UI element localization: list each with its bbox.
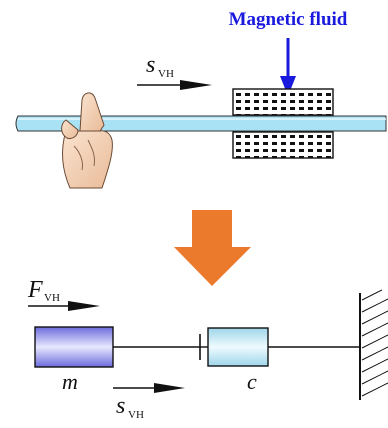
- mass-block: [34, 326, 114, 368]
- arrow-down-icon: [174, 210, 251, 286]
- force-symbol: F: [27, 277, 43, 303]
- top-velocity-symbol: s: [146, 52, 155, 78]
- rod: [15, 115, 387, 132]
- damper: [199, 327, 269, 367]
- bottom-velocity-arrow-icon: [113, 383, 185, 393]
- damper-label: c: [247, 369, 257, 394]
- magnetic-fluid-label: Magnetic fluid: [229, 9, 348, 30]
- wall: [359, 289, 388, 400]
- top-velocity-label: s VH: [146, 52, 174, 80]
- bottom-velocity-label: s VH: [116, 393, 144, 421]
- hand-icon: [61, 92, 113, 189]
- bottom-velocity-subscript: VH: [128, 409, 144, 421]
- bottom-velocity-symbol: s: [116, 393, 125, 419]
- magnetic-fluid-housing: [232, 88, 334, 159]
- top-velocity-arrow-icon: [137, 80, 212, 90]
- force-label: F VH: [27, 277, 60, 304]
- pointer-arrow-icon: [280, 38, 296, 96]
- force-subscript: VH: [44, 292, 60, 304]
- top-velocity-subscript: VH: [158, 68, 174, 80]
- force-arrow-icon: [28, 301, 100, 311]
- mass-label: m: [62, 369, 78, 394]
